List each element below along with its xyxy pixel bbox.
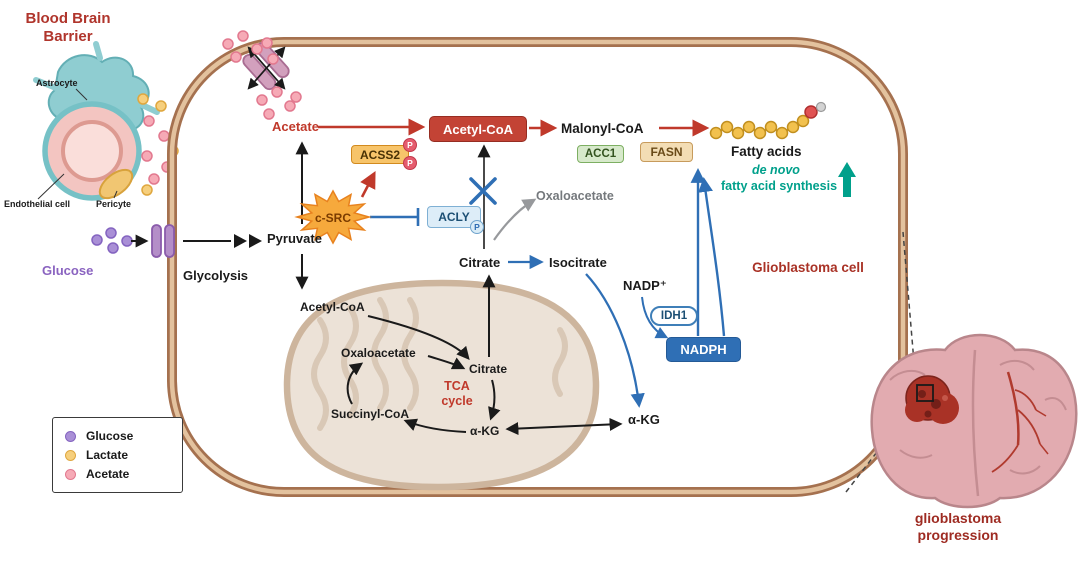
arrow-csrc-acss2 [360, 171, 376, 198]
mitochondrion-shape [283, 279, 600, 491]
pyruvate-label: Pyruvate [267, 231, 322, 246]
citrate-cytosol-label: Citrate [459, 255, 501, 270]
phospho-icon: P [403, 156, 417, 170]
oxaloacetate-cytosol-label: Oxaloacetate [536, 189, 614, 203]
arrow-akg-exchange [505, 417, 623, 436]
nadph-box: NADPH [666, 337, 741, 362]
arrow-akg-succinylcoa [403, 418, 467, 433]
arrow-oaa-citrate [427, 355, 466, 370]
fasn-box: FASN [640, 142, 693, 162]
legend-label: Acetate [86, 467, 130, 481]
arrow-isocitrate-akg [585, 273, 645, 408]
mito-acetyl-coa-label: Acetyl-CoA [300, 300, 365, 314]
acc1-box: ACC1 [577, 145, 624, 163]
acetate-dot-icon [65, 468, 76, 480]
acetate-dots-inside [256, 86, 302, 120]
de-novo-label: de novo [752, 163, 800, 177]
brain-vessels [991, 371, 1049, 473]
legend-item-acetate: Acetate [65, 467, 170, 481]
acss2-box: ACSS2 [351, 145, 409, 164]
mito-succinyl-coa-label: Succinyl-CoA [331, 407, 410, 421]
transporter-exchange-arrows [247, 46, 286, 90]
bbb-illustration [33, 41, 160, 201]
endothelial-cell-label: Endothelial cell [4, 199, 71, 209]
blue-arrows [370, 168, 726, 408]
mito-citrate-label: Citrate [469, 362, 508, 376]
isocitrate-label: Isocitrate [549, 255, 607, 270]
arrow-citrate-oxaloacetate [493, 198, 537, 241]
fatty-acid-synthesis-label: fatty acid synthesis [721, 179, 838, 193]
acetate-dots-outside [222, 30, 279, 65]
cell-membrane [167, 37, 908, 497]
synthesis-up-arrow [838, 162, 856, 197]
astrocyte-processes [33, 41, 160, 115]
carboxyl-head [804, 105, 818, 119]
legend-item-lactate: Lactate [65, 448, 170, 462]
pericyte-label: Pericyte [96, 199, 132, 209]
fatty-acids-label: Fatty acids [731, 144, 802, 159]
legend-label: Glucose [86, 429, 134, 443]
glucose-transporter [151, 224, 175, 258]
alpha-kg-cytosol-label: α-KG [628, 412, 660, 427]
arrow-citrate-akg [488, 379, 501, 421]
label-pointer-lines [37, 88, 118, 200]
nadp-label: NADP⁺ [623, 278, 667, 293]
mito-oxaloacetate-label: Oxaloacetate [341, 346, 416, 360]
lactate-dot-icon [65, 449, 76, 461]
c-src-starburst [294, 189, 372, 245]
glucose-label: Glucose [42, 263, 94, 278]
tca-arrows [346, 315, 501, 433]
tumor-region [905, 375, 959, 424]
legend-item-glucose: Glucose [65, 429, 170, 443]
brain-illustration [870, 333, 1078, 509]
glycolysis-chevrons [234, 234, 262, 248]
pericyte-shape [98, 168, 134, 200]
blocked-cross-icon [469, 177, 497, 205]
c-src-label: c-SRC [314, 211, 351, 225]
arrow-nadp-nadph [641, 296, 669, 339]
brain-folds [889, 349, 1067, 497]
mito-alpha-kg-label: α-KG [470, 424, 500, 438]
brain-caption: glioblastoma progression [914, 510, 1002, 543]
malonyl-coa-label: Malonyl-CoA [561, 121, 644, 136]
astrocyte-label: Astrocyte [36, 78, 78, 88]
legend-box: Glucose Lactate Acetate [52, 417, 183, 493]
arrow-succinylcoa-oaa [346, 362, 364, 405]
phospho-icon: P [403, 138, 417, 152]
vessel-lumen [61, 120, 123, 182]
glioblastoma-cell-label: Glioblastoma cell [752, 260, 864, 275]
cristae [311, 297, 568, 431]
glycolysis-label: Glycolysis [183, 268, 249, 283]
figure-title: Blood Brain Barrier [25, 10, 111, 45]
phospho-icon: P [470, 220, 484, 234]
fatty-acid-chain [709, 101, 827, 140]
legend-label: Lactate [86, 448, 129, 462]
red-arrows [318, 118, 710, 198]
glucose-dot-icon [65, 430, 76, 442]
zoom-square [916, 384, 934, 402]
glucose-dots [91, 227, 133, 254]
acly-box: ACLY [427, 206, 481, 228]
acetate-label: Acetate [272, 119, 319, 134]
tca-cycle-label: TCA cycle [441, 379, 473, 408]
acetyl-coa-box: Acetyl-CoA [429, 116, 527, 142]
arrow-nadph-fasn-2 [698, 177, 726, 337]
idh1-box: IDH1 [650, 306, 698, 326]
arrow-acetylcoa-citrate [367, 315, 470, 360]
black-arrows [131, 141, 623, 436]
